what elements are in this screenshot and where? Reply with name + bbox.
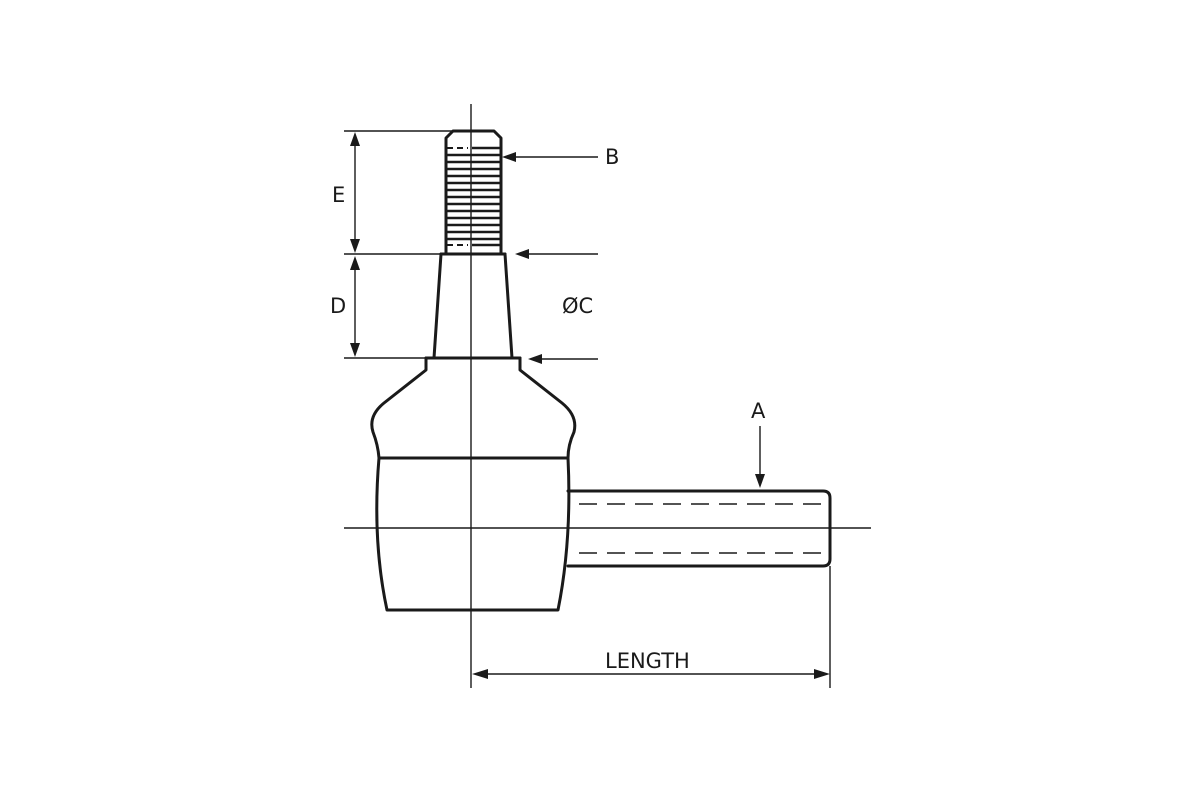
housing-upper-outline (370, 356, 577, 460)
center-lines (344, 104, 871, 688)
dimension-b: B (502, 145, 619, 169)
ball-housing (370, 356, 577, 612)
arrow-up-icon (350, 256, 360, 270)
arrow-left-icon (502, 152, 516, 162)
arrow-up-icon (350, 132, 360, 146)
arrow-down-icon (755, 474, 765, 488)
dimension-a: A (751, 399, 766, 488)
dimension-c: ØC (515, 249, 598, 364)
dimension-length: LENGTH (472, 566, 831, 688)
label-length: LENGTH (605, 649, 690, 673)
arrow-left-icon (528, 354, 542, 364)
threaded-stud (439, 129, 507, 256)
label-b: B (605, 145, 619, 169)
thread-lines (447, 146, 500, 247)
label-a: A (751, 399, 766, 423)
dimension-e: E (332, 130, 453, 255)
dimension-d: D (330, 256, 426, 359)
arrow-down-icon (350, 239, 360, 253)
arrow-left-icon (472, 669, 488, 679)
arrow-left-icon (515, 249, 529, 259)
shank (566, 489, 832, 568)
housing-lower-outline (375, 456, 571, 612)
tapered-neck (424, 252, 522, 360)
label-d: D (330, 294, 346, 318)
stud-outline (444, 129, 503, 256)
neck-outline (432, 252, 514, 360)
shank-outline (566, 489, 832, 568)
label-e: E (332, 183, 345, 207)
label-c: ØC (562, 294, 593, 318)
arrow-down-icon (350, 343, 360, 357)
arrow-right-icon (814, 669, 830, 679)
